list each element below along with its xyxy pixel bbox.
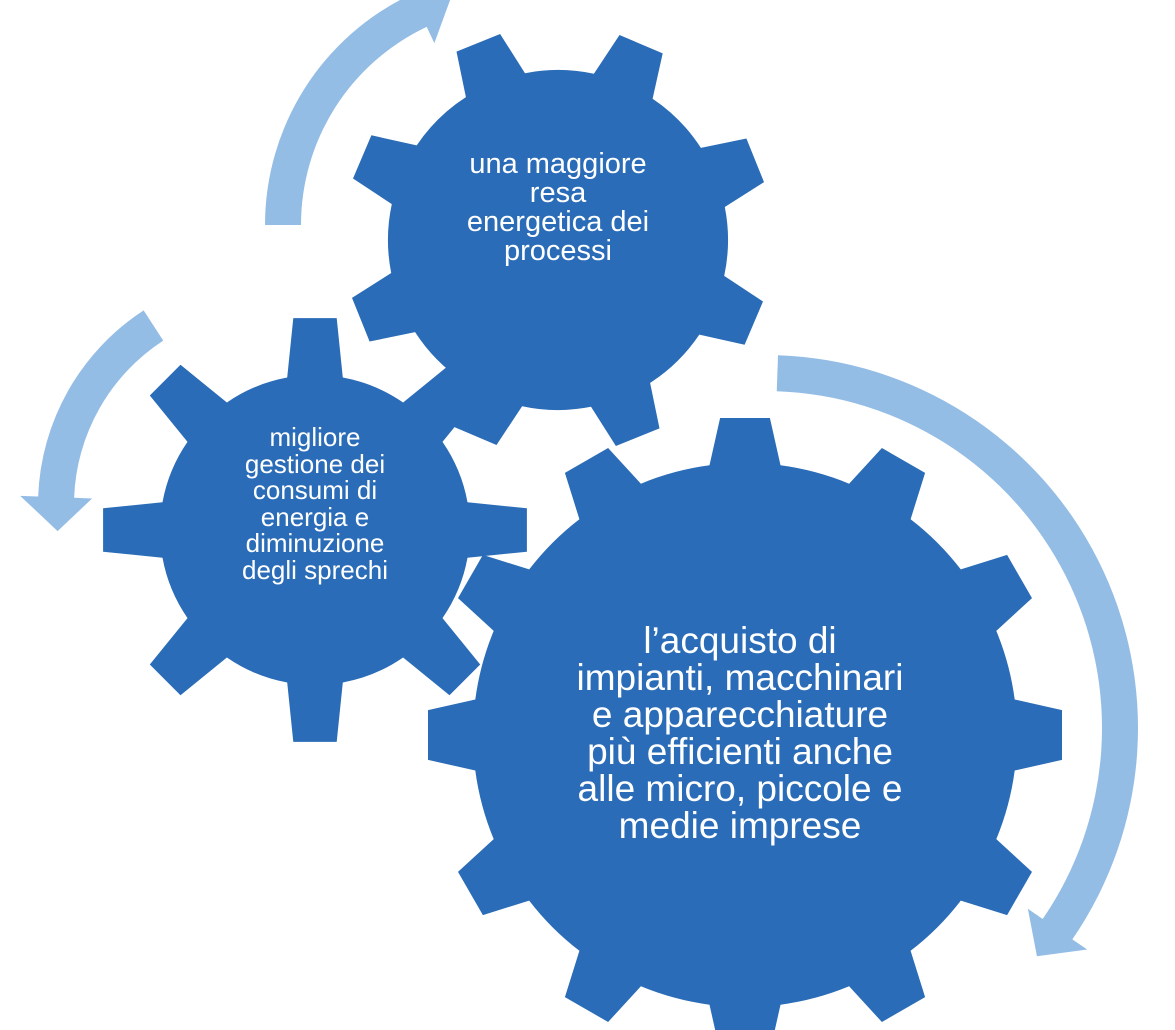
arrows-layer <box>20 0 1139 957</box>
arrow-right <box>776 355 1139 957</box>
gear-large-label: l’acquisto di impianti, macchinari e app… <box>576 620 904 846</box>
gear-left <box>103 318 527 742</box>
arrow-left <box>20 310 164 532</box>
gear-top <box>352 34 764 446</box>
gears-layer <box>103 34 1062 1030</box>
gear-top-label: una maggiore resa energetica dei process… <box>466 148 650 267</box>
arrow-top <box>265 0 451 225</box>
gear-left-label: migliore gestione dei consumi di energia… <box>242 422 388 585</box>
gear-large <box>428 418 1062 1030</box>
